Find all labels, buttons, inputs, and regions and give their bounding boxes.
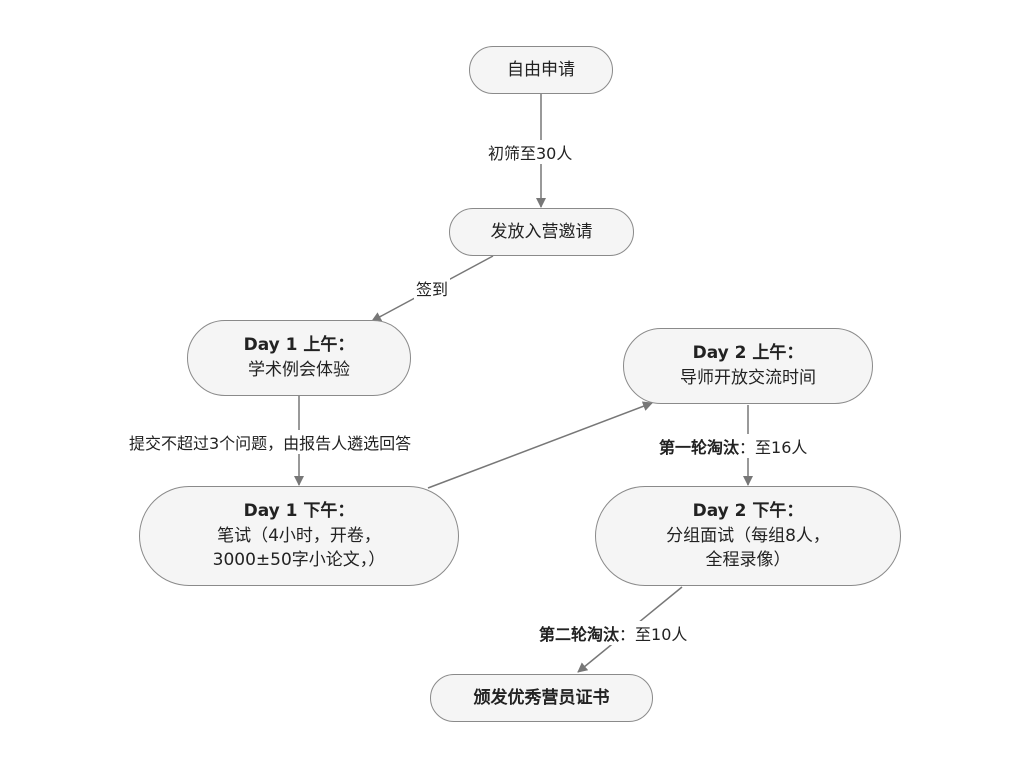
node-text: 3000±50字小论文，）	[212, 550, 386, 571]
node-title: Day 2 下午：	[692, 501, 804, 522]
edge-label-text: 提交不超过3个问题，由报告人遴选回答	[129, 434, 412, 453]
edge-label-first-elimination: 第一轮淘汰：至16人	[657, 434, 810, 458]
edge-label-text: ：至10人	[619, 625, 688, 644]
edge-label-strong: 第二轮淘汰	[539, 625, 620, 644]
node-text: 学术例会体验	[248, 360, 350, 380]
node-camp-invitation: 发放入营邀请	[449, 208, 634, 256]
node-day1-afternoon: Day 1 下午： 笔试（4小时，开卷， 3000±50字小论文，）	[139, 486, 459, 586]
edge-day1-pm-to-day2-am	[427, 401, 653, 489]
node-certificate: 颁发优秀营员证书	[430, 674, 653, 722]
edge-label-text: ：至16人	[739, 438, 808, 457]
edge-label-text: 初筛至30人	[488, 144, 573, 163]
node-text: 全程录像）	[705, 550, 791, 571]
edge-label-second-elimination: 第二轮淘汰：至10人	[537, 621, 690, 645]
node-free-application: 自由申请	[469, 46, 613, 94]
node-day2-afternoon: Day 2 下午： 分组面试（每组8人， 全程录像）	[595, 486, 901, 586]
edge-label-strong: 第一轮淘汰	[659, 438, 740, 457]
node-text: 发放入营邀请	[490, 221, 593, 242]
edge-label-initial-screening: 初筛至30人	[486, 140, 575, 164]
node-text: 颁发优秀营员证书	[473, 687, 610, 708]
edge-label-text: 签到	[416, 280, 449, 299]
node-text: 自由申请	[507, 59, 575, 80]
node-title: Day 2 上午：	[692, 343, 804, 364]
node-text: 分组面试（每组8人，	[666, 525, 830, 546]
node-title: Day 1 下午：	[243, 501, 355, 522]
edge-label-submit-questions: 提交不超过3个问题，由报告人遴选回答	[127, 430, 414, 454]
edge-label-check-in: 签到	[414, 276, 451, 300]
node-day1-morning: Day 1 上午： 学术例会体验	[187, 320, 411, 396]
node-title: Day 1 上午：	[243, 335, 355, 356]
node-text: 导师开放交流时间	[680, 368, 816, 388]
node-day2-morning: Day 2 上午： 导师开放交流时间	[623, 328, 873, 404]
node-text: 笔试（4小时，开卷，	[217, 525, 381, 546]
